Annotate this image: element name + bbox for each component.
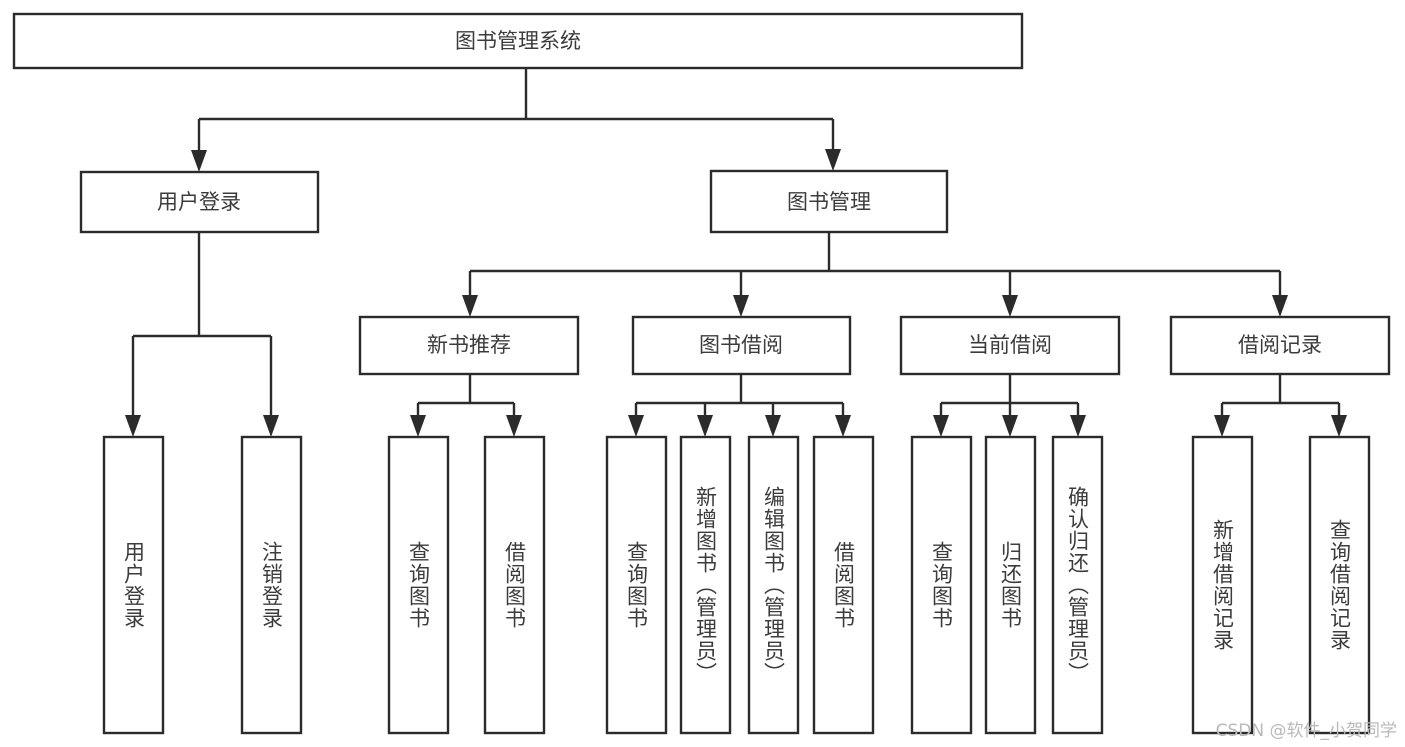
node-borrow-record-label: 借阅记录 (1238, 333, 1322, 357)
leaf-box-user-login-2[interactable] (240, 435, 303, 735)
csdn-watermark: CSDN @软件_小贺同学 (1215, 721, 1397, 741)
leaf-box-user-login-1[interactable] (102, 435, 165, 735)
leaf-box-bookborrow-1[interactable] (605, 435, 668, 735)
leaf-box-borrowrecord-2[interactable] (1308, 435, 1371, 735)
connector-borrowrecord-to-leaves (1214, 374, 1347, 437)
leaf-box-bookborrow-2[interactable] (679, 435, 732, 735)
node-new-book-recommend[interactable]: 新书推荐 (358, 315, 580, 376)
node-new-book-recommend-label: 新书推荐 (427, 333, 511, 357)
node-root[interactable]: 图书管理系统 (12, 12, 1024, 70)
node-current-borrow[interactable]: 当前借阅 (899, 315, 1121, 376)
node-book-management-label: 图书管理 (787, 190, 871, 214)
connector-newbook-to-leaves (410, 374, 522, 437)
connector-root-to-level1 (191, 68, 841, 172)
leaf-box-currentborrow-2[interactable] (984, 435, 1037, 735)
leaf-box-currentborrow-1[interactable] (910, 435, 973, 735)
node-book-management[interactable]: 图书管理 (709, 169, 949, 234)
leaf-box-bookborrow-3[interactable] (747, 435, 800, 735)
connector-currentborrow-to-leaves (933, 374, 1086, 437)
node-book-borrow-label: 图书借阅 (699, 333, 783, 357)
leaf-box-newbook-1[interactable] (387, 435, 450, 735)
leaf-box-newbook-2[interactable] (483, 435, 546, 735)
connector-bookborrow-to-leaves (628, 374, 851, 437)
node-root-label: 图书管理系统 (455, 29, 581, 53)
node-borrow-record[interactable]: 借阅记录 (1169, 315, 1391, 376)
node-book-borrow[interactable]: 图书借阅 (631, 315, 852, 376)
node-user-login[interactable]: 用户登录 (79, 170, 320, 234)
node-user-login-label: 用户登录 (157, 190, 241, 214)
node-current-borrow-label: 当前借阅 (968, 333, 1052, 357)
leaf-box-borrowrecord-1[interactable] (1191, 435, 1254, 735)
connector-bookmgmt-to-level2 (462, 232, 1288, 317)
connector-userlogin-to-leaves (125, 232, 279, 437)
leaf-box-currentborrow-3[interactable] (1051, 435, 1104, 735)
leaf-box-bookborrow-4[interactable] (812, 435, 875, 735)
